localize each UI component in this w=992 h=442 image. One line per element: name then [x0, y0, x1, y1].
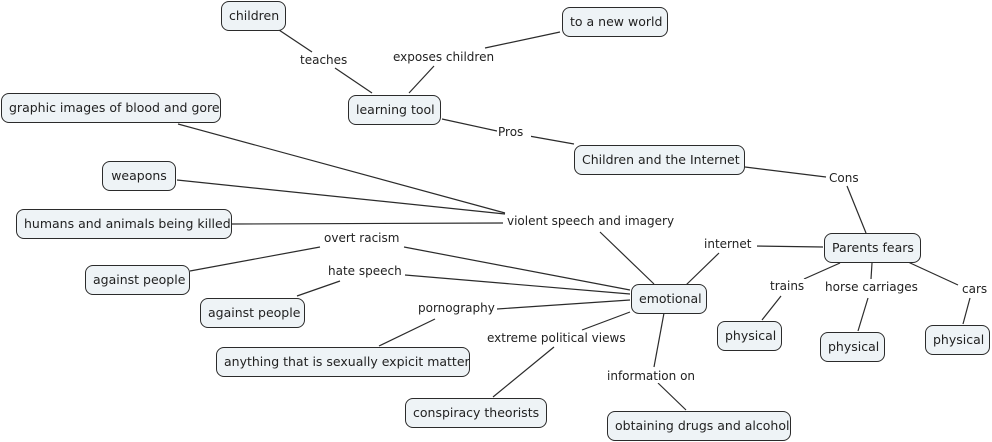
link-overt-racism-emotional [403, 246, 631, 291]
link-root-cons [744, 166, 827, 178]
link-label-violent[interactable]: violent speech and imagery [506, 214, 678, 228]
link-violent-emotional [599, 231, 655, 285]
link-exposes-new-world [484, 31, 561, 49]
link-cons-parents-fears [846, 185, 867, 234]
concept-node-humans-animals[interactable]: humans and animals being killed [16, 209, 232, 239]
link-information-drugs [657, 382, 687, 411]
link-against-people-2-hate-speech [296, 280, 341, 297]
link-label-trains[interactable]: trains [769, 279, 809, 293]
link-teaches-learning-tool [334, 67, 373, 94]
link-label-teaches[interactable]: teaches [299, 53, 350, 67]
concept-node-drugs-alcohol[interactable]: obtaining drugs and alcohol [607, 411, 791, 441]
link-label-pros[interactable]: Pros [497, 125, 531, 139]
concept-node-children[interactable]: children [221, 1, 286, 31]
link-label-information-on[interactable]: information on [606, 369, 704, 383]
concept-node-physical-horse[interactable]: physical [820, 332, 885, 362]
link-weapons-violent [176, 179, 506, 215]
link-hate-speech-emotional [404, 274, 631, 295]
link-pros-root [528, 135, 575, 145]
link-label-cars[interactable]: cars [961, 282, 991, 296]
link-humans-violent [231, 222, 504, 225]
link-political-conspiracy [492, 346, 555, 398]
concept-node-sexually-explicit[interactable]: anything that is sexually expicit matter [216, 347, 470, 377]
concept-node-against-people-1[interactable]: against people [85, 265, 190, 295]
concept-node-graphic-images[interactable]: graphic images of blood and gore [1, 93, 221, 123]
link-emotional-information [653, 312, 665, 368]
concept-node-learning-tool[interactable]: learning tool [348, 95, 441, 125]
link-label-exposes[interactable]: exposes children [392, 50, 496, 64]
link-label-cons[interactable]: Cons [828, 171, 866, 185]
link-graphic-violent [177, 123, 506, 214]
link-parents-fears-trains [803, 262, 841, 280]
link-emotional-political [581, 311, 631, 331]
link-pornography-emotional [496, 299, 631, 310]
link-parents-fears-horse [870, 262, 873, 280]
concept-node-conspiracy[interactable]: conspiracy theorists [405, 398, 547, 428]
link-children-teaches [275, 27, 313, 53]
concept-node-against-people-2[interactable]: against people [200, 298, 305, 328]
link-against-people-1-overt-racism [189, 246, 321, 272]
link-internet-emotional [685, 252, 720, 286]
link-cars-physical [962, 297, 971, 325]
link-label-pornography[interactable]: pornography [417, 301, 497, 315]
link-learning-tool-exposes [408, 65, 435, 94]
concept-node-physical-cars[interactable]: physical [925, 325, 990, 355]
link-label-hate-speech[interactable]: hate speech [327, 264, 403, 278]
link-label-internet[interactable]: internet [703, 237, 757, 251]
concept-node-new-world[interactable]: to a new world [562, 7, 668, 37]
concept-node-physical-trains[interactable]: physical [717, 321, 782, 351]
link-sexually-explicit-pornography [378, 318, 436, 347]
concept-node-parents-fears[interactable]: Parents fears [824, 233, 921, 263]
concept-node-emotional[interactable]: emotional [631, 284, 707, 314]
link-learning-tool-pros [441, 118, 498, 132]
concept-node-weapons[interactable]: weapons [102, 161, 176, 191]
link-horse-physical [857, 297, 869, 332]
link-trains-physical [761, 295, 782, 321]
link-label-overt-racism[interactable]: overt racism [323, 231, 405, 245]
link-label-political[interactable]: extreme political views [486, 331, 629, 345]
link-label-horse-carriages[interactable]: horse carriages [824, 280, 921, 294]
concept-node-root[interactable]: Children and the Internet [574, 145, 745, 175]
link-parents-fears-internet [752, 245, 824, 248]
link-parents-fears-cars [907, 261, 959, 286]
